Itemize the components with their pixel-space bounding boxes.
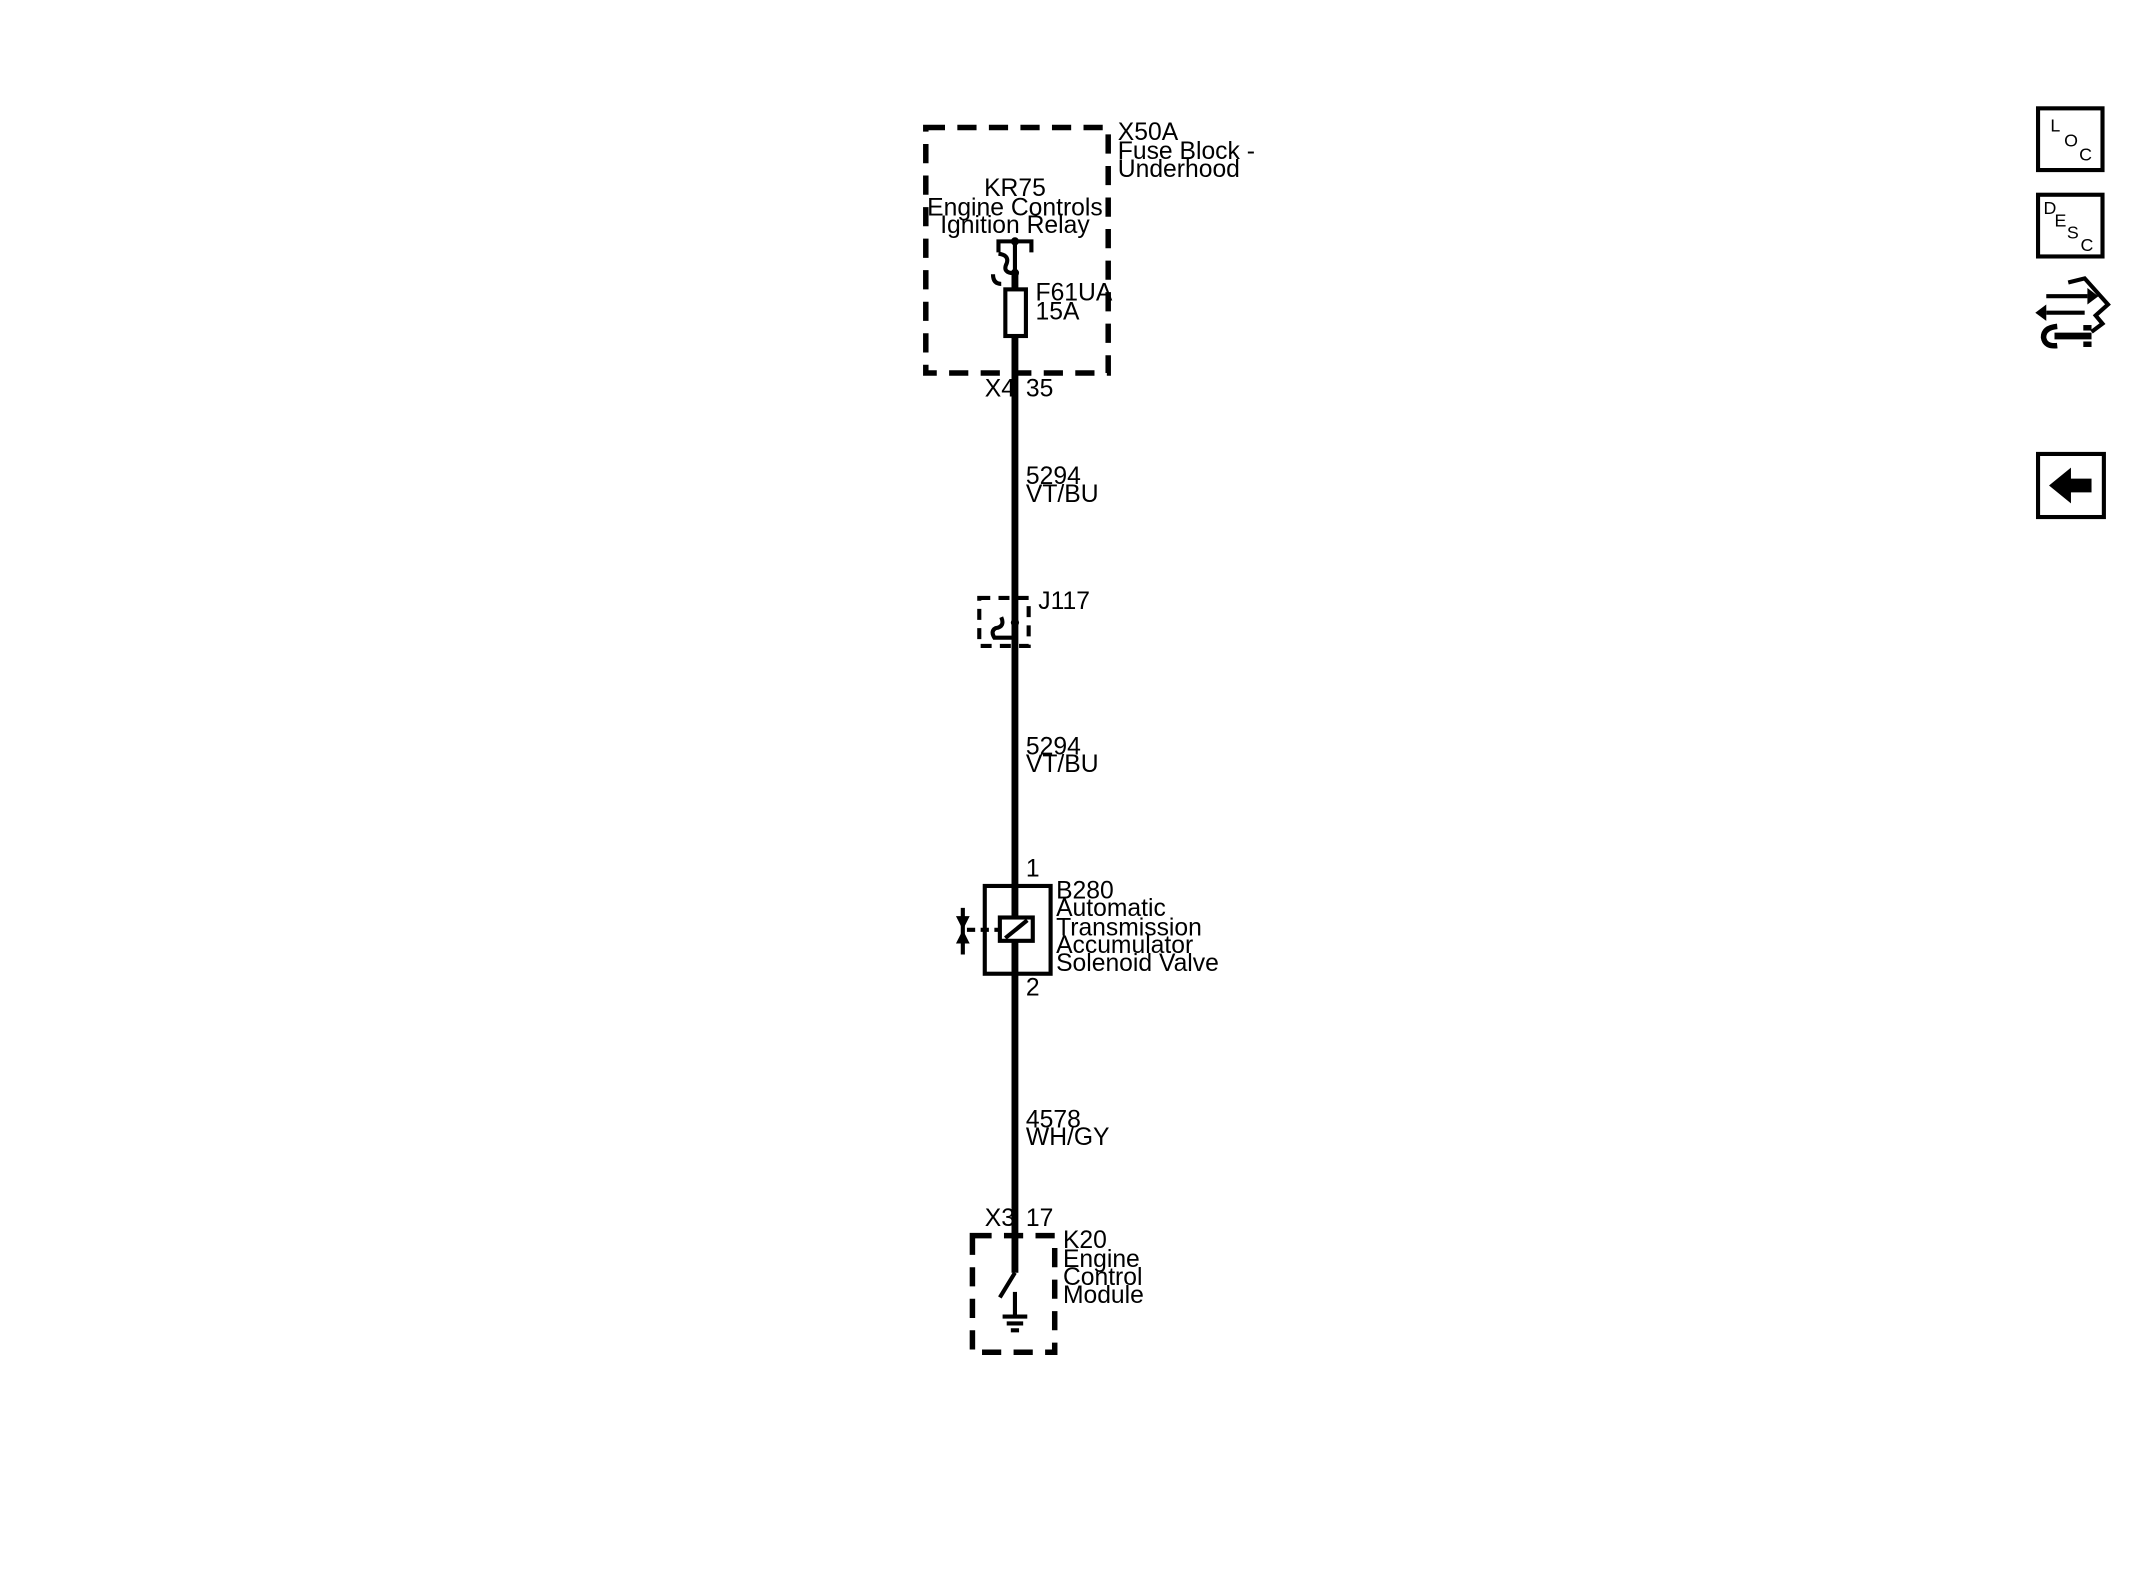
wire-3-color: WH/GY	[1026, 1124, 1110, 1151]
ecm-pin: 17	[1026, 1205, 1053, 1232]
solenoid-id: B280	[1056, 877, 1114, 904]
desc-letter-d: D	[2044, 198, 2057, 218]
fuse-block-id: X50A	[1118, 119, 1179, 146]
valve-symbol	[955, 907, 970, 955]
splice-symbol	[990, 616, 1020, 640]
fuse-block-name-2: Underhood	[1118, 156, 1240, 183]
splice-j117-outline	[977, 595, 1031, 649]
ecm-connector: X3	[985, 1205, 1015, 1232]
ecm-name-1: Engine	[1063, 1246, 1140, 1273]
loc-letter-l: L	[2050, 116, 2060, 136]
desc-letter-c: C	[2081, 235, 2094, 255]
loc-letter-o: O	[2064, 131, 2078, 151]
solenoid-pin-bottom: 2	[1026, 975, 1040, 1002]
solenoid-name-1: Automatic	[1056, 895, 1166, 922]
solenoid-name-3: Accumulator	[1056, 932, 1193, 959]
ecm-name-3: Module	[1063, 1282, 1144, 1309]
relay-id: KR75	[984, 175, 1046, 202]
ecm-k20-outline	[969, 1232, 1058, 1355]
connector-tool-icon	[2035, 276, 2111, 349]
desc-letter-e: E	[2055, 210, 2067, 230]
solenoid-coil-slash	[1004, 918, 1029, 940]
relay-name-1: Engine Controls	[927, 194, 1103, 221]
desc-letter-s: S	[2067, 223, 2079, 243]
wire-1-circuit: 5294	[1026, 463, 1081, 490]
back-arrow-icon	[2049, 467, 2092, 504]
wire-3-circuit: 4578	[1026, 1106, 1081, 1133]
wire-2-circuit: 5294	[1026, 733, 1081, 760]
fuse-f61ua	[1003, 287, 1028, 339]
connector-tool-button[interactable]	[2035, 276, 2111, 349]
ecm-name-2: Control	[1063, 1264, 1143, 1291]
solenoid-name-2: Transmission	[1056, 914, 1202, 941]
solenoid-name-4: Solenoid Valve	[1056, 950, 1219, 977]
loc-icon: L O C	[2050, 116, 2092, 165]
desc-button[interactable]: D E S C	[2035, 192, 2105, 259]
relay-name-2: Ignition Relay	[940, 212, 1090, 239]
splice-id: J117	[1038, 588, 1090, 615]
fuse-block-name-1: Fuse Block -	[1118, 138, 1255, 165]
relay-contact-symbol	[990, 237, 1034, 286]
loc-button[interactable]: L O C	[2035, 106, 2105, 173]
back-button[interactable]	[2035, 451, 2106, 520]
fuse-rating: 15A	[1036, 299, 1080, 326]
fuse-block-connector: X4	[985, 375, 1015, 402]
loc-letter-c: C	[2079, 144, 2092, 164]
fuse-block-pin: 35	[1026, 375, 1053, 402]
solenoid-pin-top: 1	[1026, 855, 1040, 882]
fuse-id: F61UA	[1036, 279, 1113, 306]
ecm-low-side-switch	[998, 1271, 1028, 1333]
desc-icon: D E S C	[2044, 198, 2094, 255]
wire-1-color: VT/BU	[1026, 481, 1099, 508]
wire-2-color: VT/BU	[1026, 751, 1099, 778]
ecm-id: K20	[1063, 1227, 1107, 1254]
